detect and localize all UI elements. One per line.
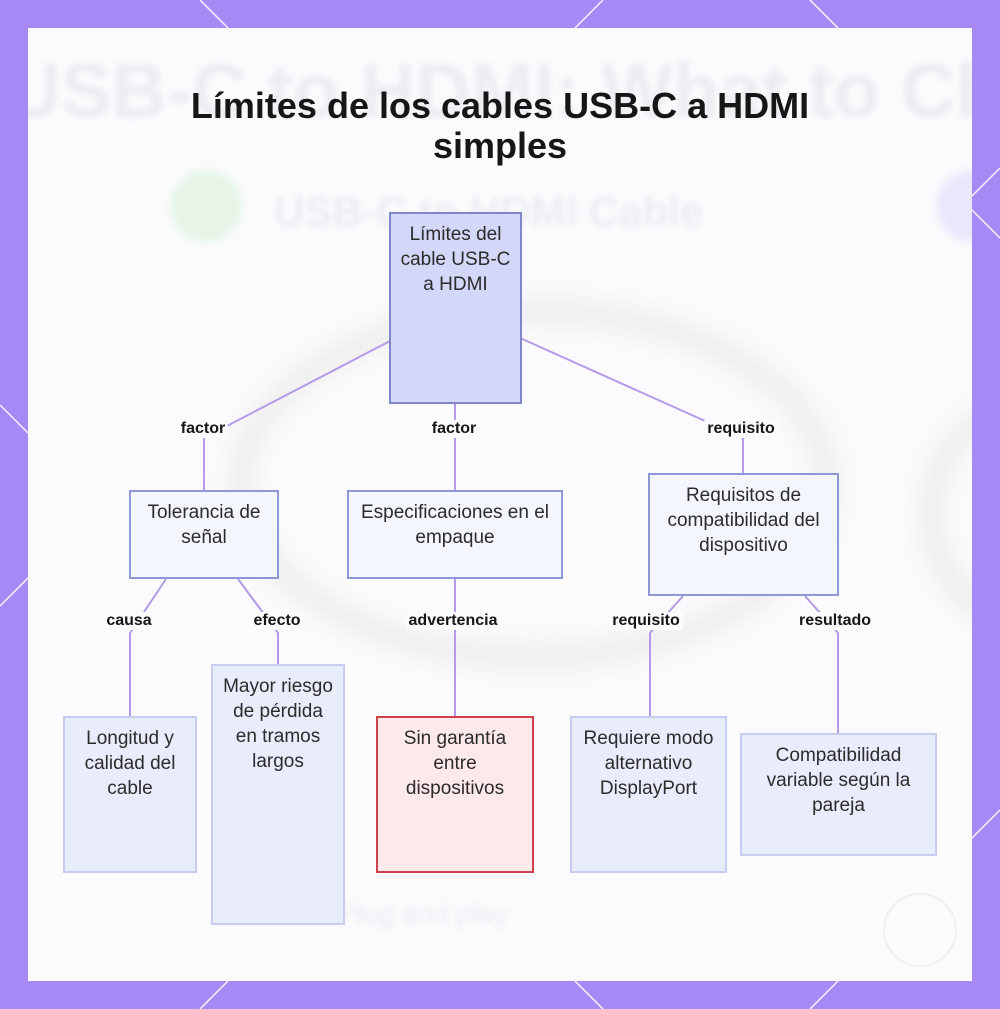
edge-label-requirements-variable: resultado bbox=[796, 612, 874, 630]
node-variable: Compatibilidad variable según la pareja bbox=[740, 733, 937, 856]
node-length: Longitud y calidad del cable bbox=[63, 716, 197, 873]
edge-label-root-packaging: factor bbox=[429, 420, 479, 438]
edge-root-tolerance bbox=[204, 341, 390, 490]
node-displayport: Requiere modo alternativo DisplayPort bbox=[570, 716, 727, 873]
node-root: Límites del cable USB-C a HDMI bbox=[389, 212, 522, 404]
edge-label-packaging-warranty: advertencia bbox=[406, 612, 501, 630]
diagram-canvas: USB-C to HDMI: What to Choose USB-C to H… bbox=[28, 28, 972, 981]
edge-label-requirements-displayport: requisito bbox=[609, 612, 683, 630]
edge-label-tolerance-length: causa bbox=[103, 612, 154, 630]
edge-label-root-tolerance: factor bbox=[178, 420, 228, 438]
node-tolerance: Tolerancia de señal bbox=[129, 490, 279, 579]
node-packaging: Especificaciones en el empaque bbox=[347, 490, 563, 579]
node-warranty: Sin garantía entre dispositivos bbox=[376, 716, 534, 873]
edge-label-root-requirements: requisito bbox=[704, 420, 778, 438]
edge-root-requirements bbox=[520, 338, 743, 473]
node-risk: Mayor riesgo de pérdida en tramos largos bbox=[211, 664, 345, 925]
edge-label-tolerance-risk: efecto bbox=[250, 612, 303, 630]
node-requirements: Requisitos de compatibilidad del disposi… bbox=[648, 473, 839, 596]
edge-tolerance-length bbox=[130, 579, 166, 716]
